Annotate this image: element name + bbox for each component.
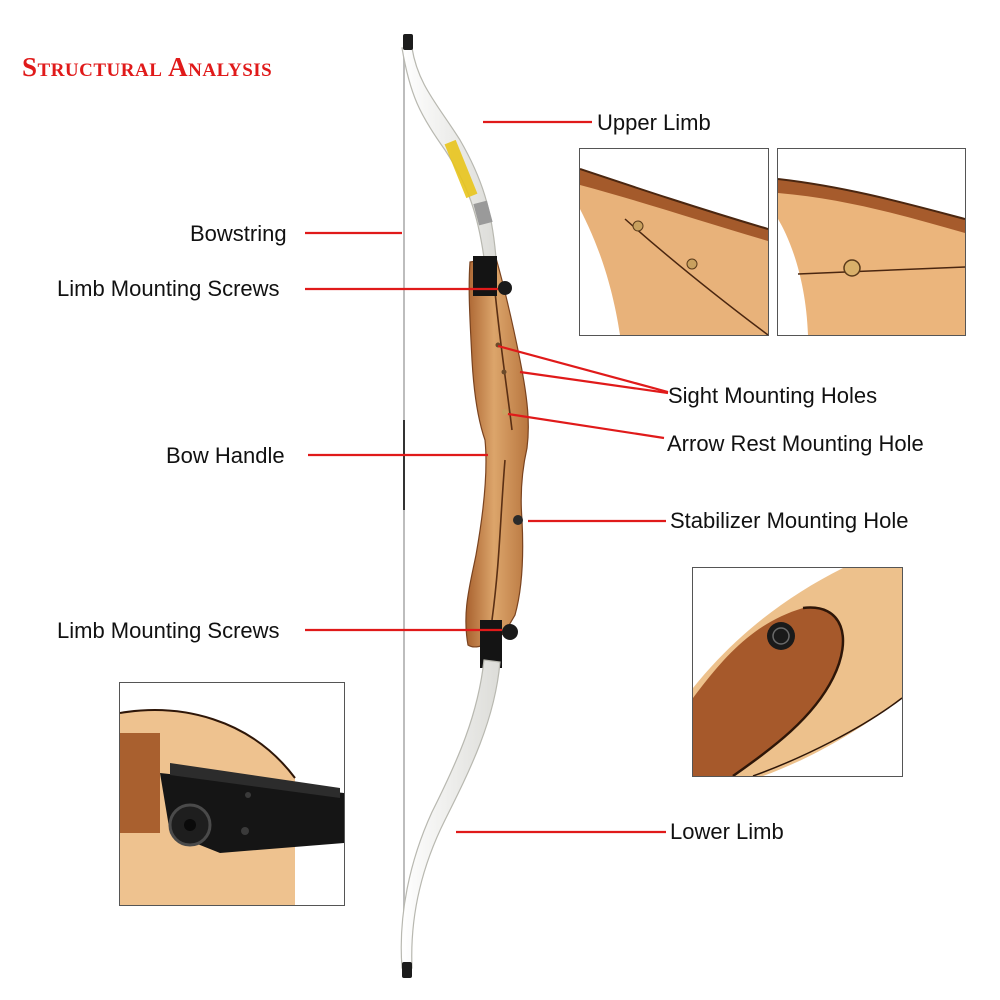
inset-wood-graphic bbox=[120, 683, 344, 905]
upper-limb-tip bbox=[403, 34, 413, 50]
lower-limb-pocket bbox=[480, 620, 502, 668]
leader-sight-hole-1 bbox=[497, 344, 669, 394]
inset-wood-graphic bbox=[778, 149, 965, 335]
inset-wood-graphic bbox=[693, 568, 902, 776]
label-limb-mounting-screws-top: Limb Mounting Screws bbox=[57, 276, 280, 301]
inset-stabilizer-hole-closeup bbox=[692, 567, 903, 777]
lower-limb-tip bbox=[402, 962, 412, 978]
lower-limb bbox=[400, 659, 501, 969]
inset-sight-holes-closeup-1 bbox=[579, 148, 769, 336]
leader-sight-hole-2 bbox=[519, 370, 669, 395]
upper-limb-mounting-screw bbox=[498, 281, 512, 295]
label-bowstring: Bowstring bbox=[190, 221, 287, 246]
label-bow-handle: Bow Handle bbox=[166, 443, 285, 468]
label-arrow-rest-mounting-hole: Arrow Rest Mounting Hole bbox=[667, 431, 924, 456]
inset-sight-holes-closeup-2 bbox=[777, 148, 966, 336]
arrow-rest-mounting-hole bbox=[502, 409, 508, 415]
inset-wood-graphic bbox=[580, 149, 768, 335]
label-sight-mounting-holes: Sight Mounting Holes bbox=[668, 383, 878, 408]
label-upper-limb: Upper Limb bbox=[597, 110, 711, 135]
label-limb-mounting-screws-bottom: Limb Mounting Screws bbox=[57, 618, 280, 643]
stabilizer-mounting-hole bbox=[513, 515, 523, 525]
label-lower-limb: Lower Limb bbox=[670, 819, 784, 844]
leader-lines bbox=[305, 120, 669, 834]
leader-arrow-rest bbox=[507, 412, 665, 440]
inset-limb-mount-closeup bbox=[119, 682, 345, 906]
lower-limb-mounting-screw bbox=[502, 624, 518, 640]
diagram-title: Structural Analysis bbox=[22, 52, 273, 82]
label-stabilizer-mounting-hole: Stabilizer Mounting Hole bbox=[670, 508, 909, 533]
sight-mounting-hole-2 bbox=[501, 369, 507, 375]
limb-decal bbox=[444, 139, 493, 226]
